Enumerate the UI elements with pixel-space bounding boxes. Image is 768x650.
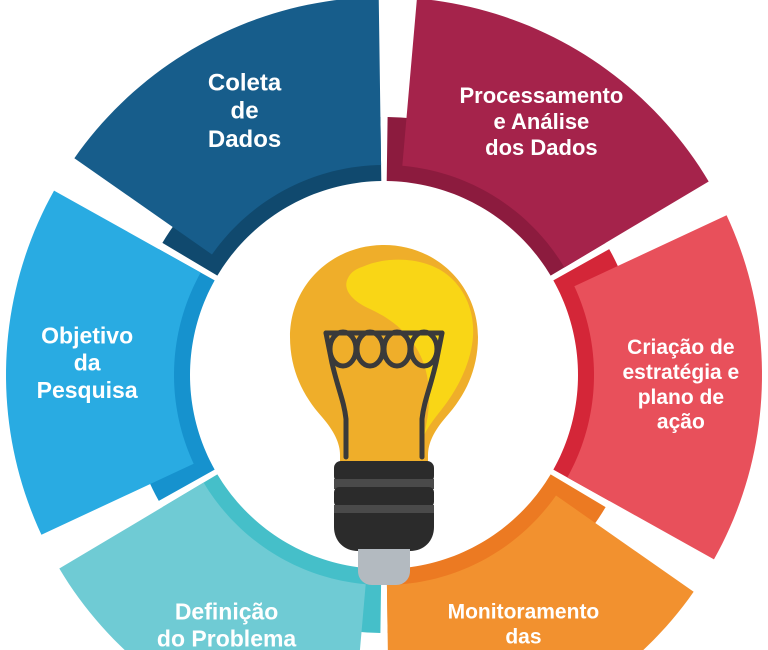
segment-face-criacao-de-estrategia-e-plano-de-acao <box>537 215 762 560</box>
segment-face-definicao-do-problema <box>59 465 366 650</box>
segment-face-monitoramento-das-acoes <box>386 495 694 650</box>
bulb-filament <box>323 329 445 460</box>
segment-objetivo-da-pesquisa[interactable] <box>6 190 245 535</box>
bulb-highlight <box>346 259 474 435</box>
segment-processamento-e-analise-dos-dados[interactable] <box>386 0 709 294</box>
segment-face-processamento-e-analise-dos-dados <box>402 0 709 285</box>
bulb-contact <box>358 549 410 585</box>
lightbulb-icon <box>290 245 478 585</box>
segment-face-coleta-de-dados <box>74 0 382 255</box>
segment-criacao-de-estrategia-e-plano-de-acao[interactable] <box>523 215 762 560</box>
segment-face-objetivo-da-pesquisa <box>6 190 231 535</box>
bulb-base <box>334 461 434 551</box>
segments-group <box>6 0 762 650</box>
segment-coleta-de-dados[interactable] <box>74 0 382 276</box>
segment-monitoramento-das-acoes[interactable] <box>386 474 694 650</box>
segment-definicao-do-problema[interactable] <box>59 456 382 650</box>
